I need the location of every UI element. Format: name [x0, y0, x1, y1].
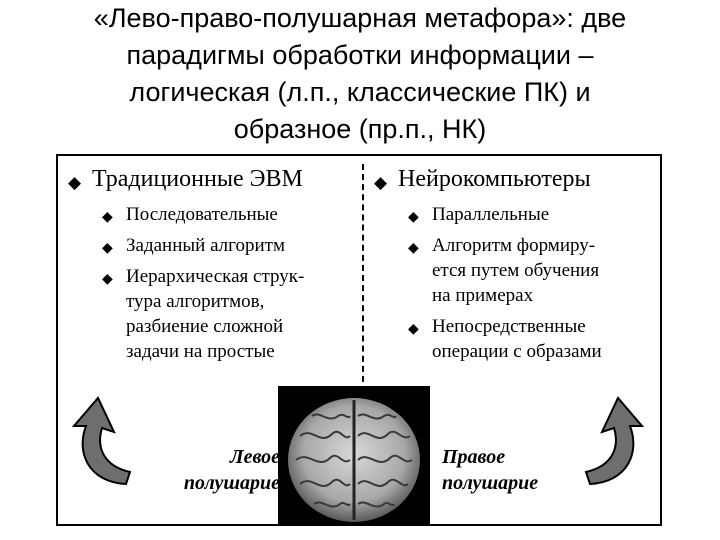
right-column-heading: ◆ Нейрокомпьютеры — [374, 164, 656, 194]
item-text: Алгоритм формиру- — [432, 235, 596, 256]
title-line: логическая (л.п., классические ПК) и — [129, 77, 591, 107]
left-item-list: ◆ Последовательные ◆ Заданный алгоритм ◆… — [68, 202, 358, 364]
item-text: задачи на простые — [126, 341, 275, 362]
item-text: Последовательные — [126, 204, 278, 225]
list-item: ◆ Последовательные — [68, 202, 358, 227]
column-divider — [362, 164, 364, 392]
right-hemisphere-label: Правое полушарие — [442, 444, 582, 496]
curved-arrow-right-icon — [584, 396, 645, 486]
bullet-icon: ◆ — [102, 210, 113, 225]
item-text: на примерах — [432, 285, 534, 306]
hemisphere-label-line: Правое — [442, 446, 506, 468]
hemisphere-label-line: полушарие — [442, 472, 539, 494]
list-item: ◆ Заданный алгоритм — [68, 233, 358, 258]
item-text: разбиение сложной — [126, 316, 284, 337]
heading-text: Традиционные ЭВМ — [92, 166, 303, 192]
bullet-icon: ◆ — [408, 241, 419, 256]
bullet-icon: ◆ — [102, 272, 113, 287]
list-item: ◆ Иерархическая струк- тура алгоритмов, … — [68, 264, 358, 364]
bullet-icon: ◆ — [408, 210, 419, 225]
arrow-shape — [584, 396, 645, 486]
item-text: Заданный алгоритм — [126, 235, 285, 256]
slide-title: «Лево-право-полушарная метафора»: две па… — [0, 0, 720, 148]
right-column: ◆ Нейрокомпьютеры ◆ Параллельные ◆ Алгор… — [374, 164, 656, 370]
curved-arrow-left-icon — [71, 396, 132, 486]
right-item-list: ◆ Параллельные ◆ Алгоритм формиру- ется … — [374, 202, 656, 364]
heading-text: Нейрокомпьютеры — [398, 166, 591, 192]
item-text: тура алгоритмов, — [126, 291, 265, 312]
brain-image — [278, 386, 430, 526]
hemisphere-label-line: полушарие — [183, 472, 280, 494]
left-hemisphere-label: Левое полушарие — [140, 444, 280, 496]
title-line: парадигмы обработки информации – — [126, 40, 594, 70]
brain-folds — [295, 413, 413, 508]
bullet-icon: ◆ — [374, 173, 388, 192]
item-text: ется путем обучения — [432, 260, 600, 281]
list-item: ◆ Непосредственные операции с образами — [374, 314, 656, 364]
bullet-icon: ◆ — [68, 173, 82, 192]
left-column-heading: ◆ Традиционные ЭВМ — [68, 164, 358, 194]
title-line: «Лево-право-полушарная метафора»: две — [93, 3, 627, 33]
comparison-figure: ◆ Традиционные ЭВМ ◆ Последовательные ◆ … — [56, 154, 662, 526]
brain-illustration — [288, 398, 420, 522]
arrow-shape — [71, 396, 132, 486]
item-text: Иерархическая струк- — [126, 266, 305, 287]
list-item: ◆ Параллельные — [374, 202, 656, 227]
bullet-icon: ◆ — [102, 241, 113, 256]
bullet-icon: ◆ — [408, 322, 419, 337]
left-column: ◆ Традиционные ЭВМ ◆ Последовательные ◆ … — [68, 164, 358, 370]
item-text: Параллельные — [432, 204, 550, 225]
item-text: операции с образами — [432, 341, 602, 362]
item-text: Непосредственные — [432, 316, 586, 337]
list-item: ◆ Алгоритм формиру- ется путем обучения … — [374, 233, 656, 308]
hemisphere-label-line: Левое — [229, 446, 280, 468]
title-line: образное (пр.п., НК) — [233, 114, 487, 144]
